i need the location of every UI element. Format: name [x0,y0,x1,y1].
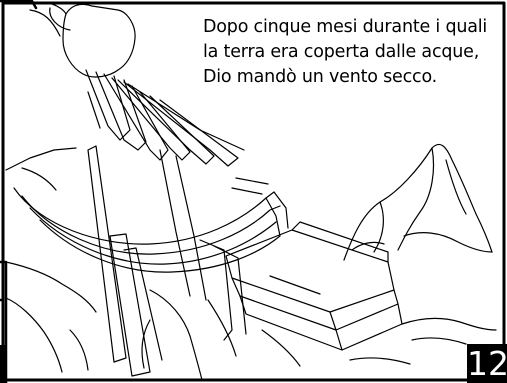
wind-rays [85,69,245,167]
ark-hull [225,221,403,351]
caption-line-3: Dio mandò un vento secco. [203,67,438,87]
ark-beams [87,145,247,377]
page-number-badge: 12 [467,344,507,383]
caption-line-2: la terra era coperta dalle acque, [203,42,480,62]
ground-lines [5,147,497,381]
mountain-peaks [343,143,493,261]
wind-band [13,177,289,273]
sun-shape [29,3,136,78]
caption-text: Dopo cinque mesi durante i quali la terr… [203,15,503,90]
caption-line-1: Dopo cinque mesi durante i quali [203,17,488,37]
